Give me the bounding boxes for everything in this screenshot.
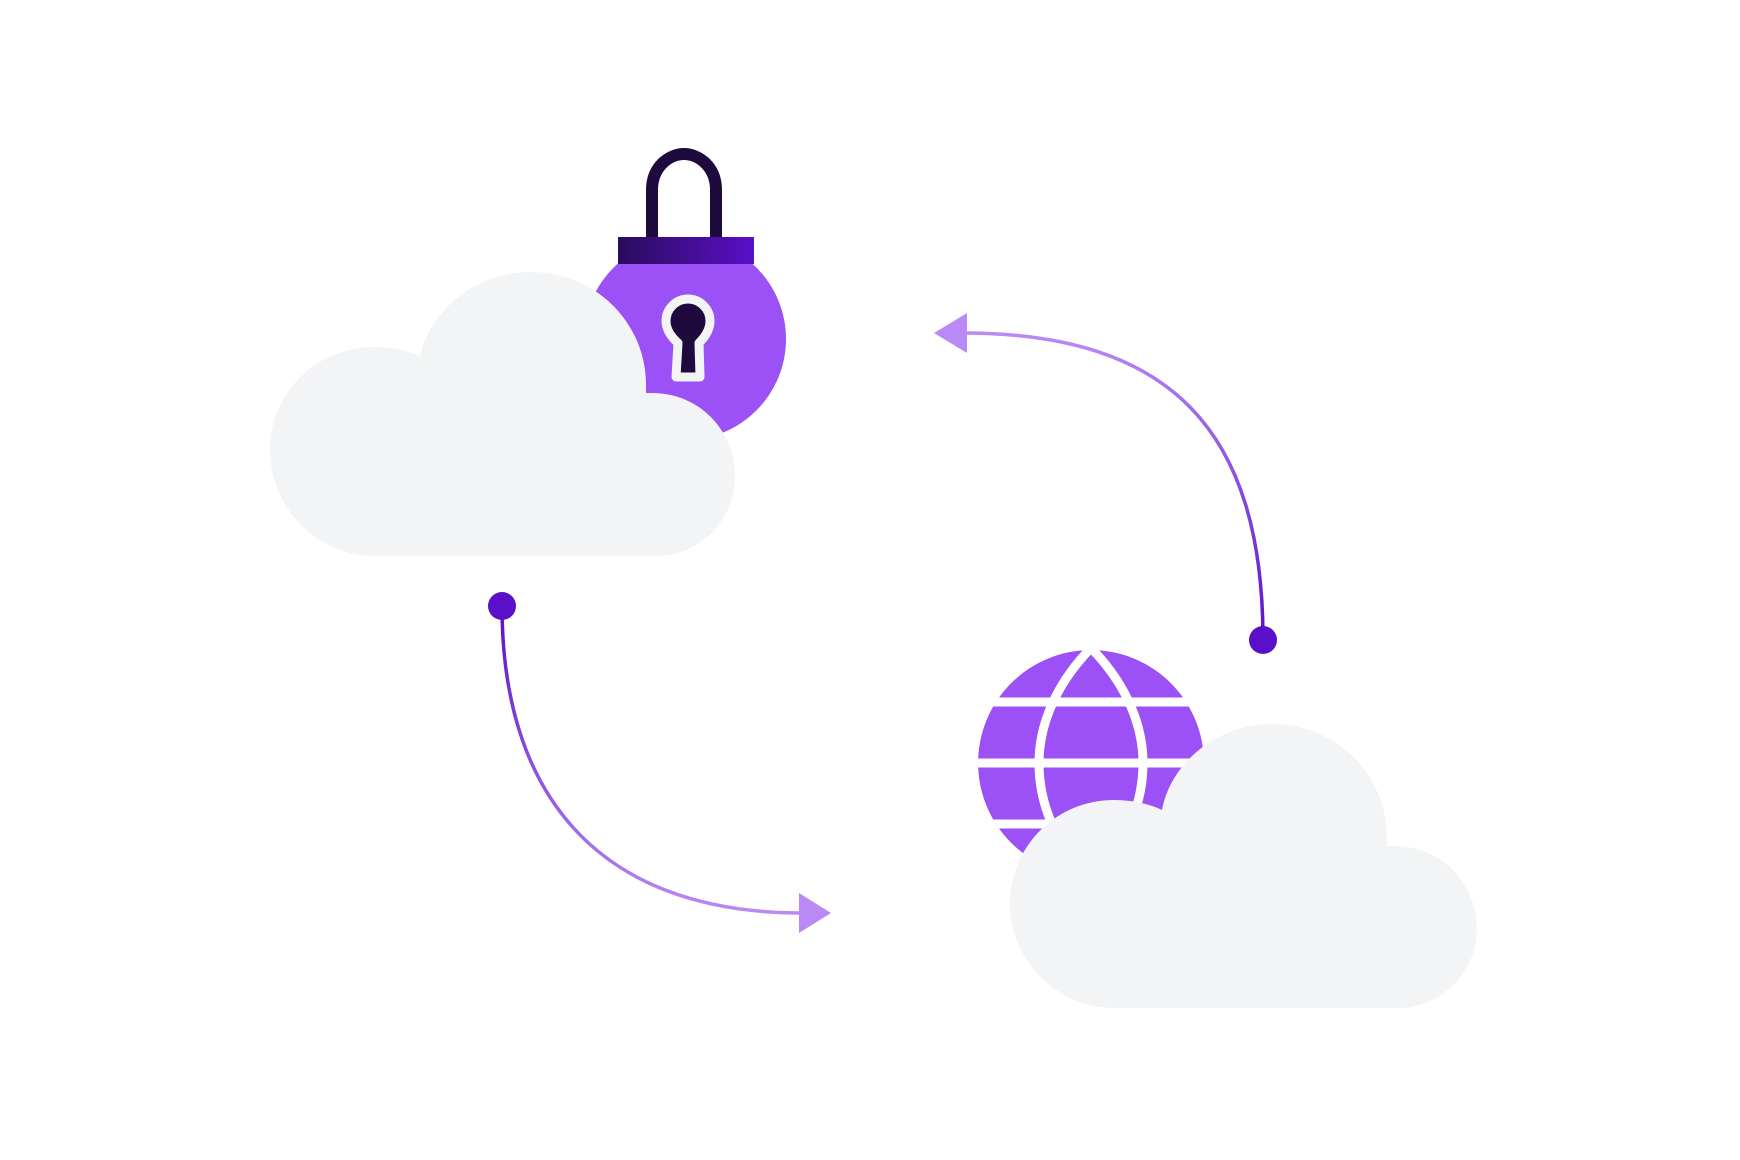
connector-line (500, 605, 803, 915)
connector-start-dot (1249, 626, 1277, 654)
connector-public-to-private (934, 313, 1277, 654)
public-cloud-node (978, 650, 1477, 1008)
padlock-bar (618, 237, 754, 264)
private-cloud-node (270, 147, 786, 556)
connector-private-to-public (488, 592, 831, 933)
keyhole-icon (661, 294, 715, 382)
padlock-shackle (646, 147, 722, 240)
public-cloud-shape (1010, 724, 1477, 1008)
connector-line (962, 331, 1265, 641)
arrow-right-icon (799, 893, 831, 933)
arrow-left-icon (934, 313, 967, 353)
private-cloud-shape (270, 272, 735, 556)
connector-start-dot (488, 592, 516, 620)
